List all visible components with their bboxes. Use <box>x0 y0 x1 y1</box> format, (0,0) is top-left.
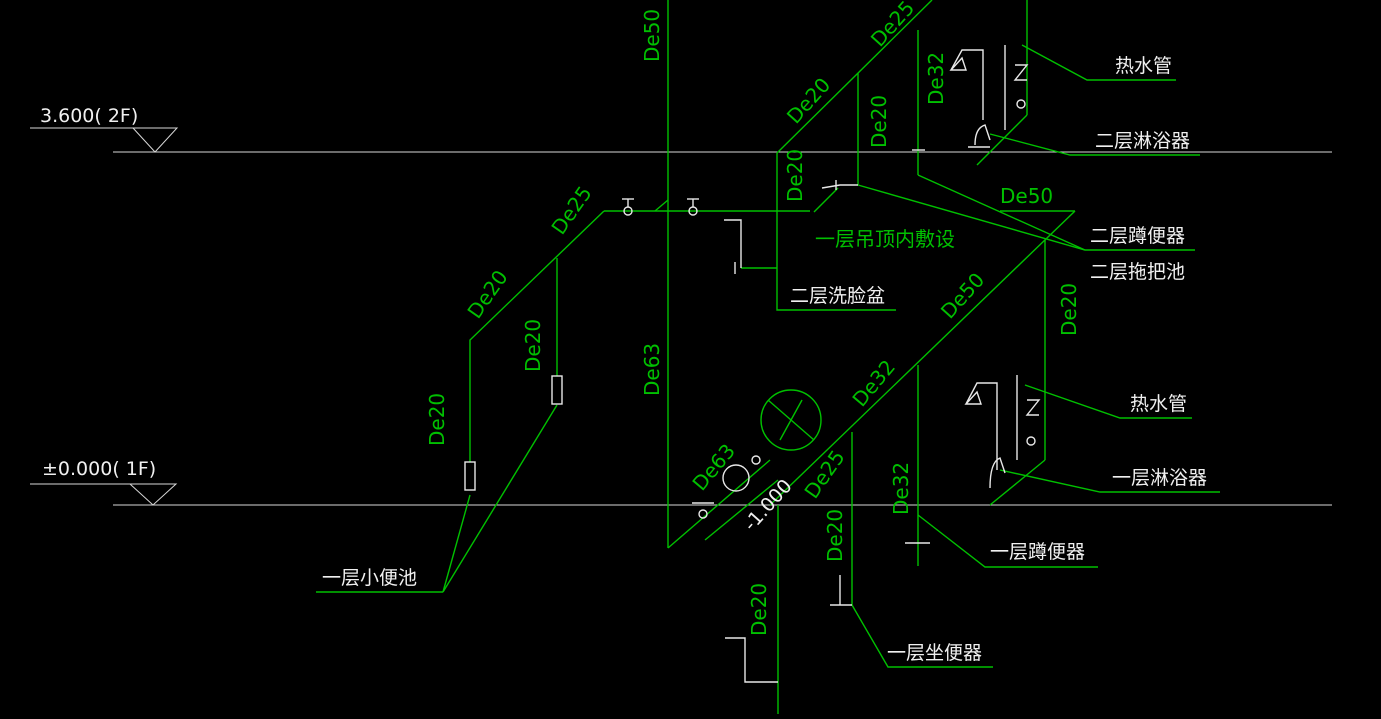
level-marker-1f <box>30 483 178 506</box>
level-lines <box>30 127 1332 506</box>
pipe-size-top-de25: De25 <box>866 0 919 51</box>
pipe-size-left-de20-b: De20 <box>521 319 545 372</box>
main-diagonal-de50 <box>769 210 1076 506</box>
pipe-size-right-de20: De20 <box>1057 283 1081 336</box>
level-marker-2f <box>30 127 179 153</box>
upper-diagonal-pipe <box>776 0 933 154</box>
piping-network <box>316 0 1220 714</box>
shower-fixture-2f <box>974 124 991 146</box>
pipe-size-meter-de63: De63 <box>687 439 740 495</box>
shower-head-1f-tip <box>964 390 982 405</box>
pipe-size-left-de25: De25 <box>546 182 596 239</box>
shower-head-1f <box>965 382 998 470</box>
label-second-floor-shower: 二层淋浴器 <box>1095 130 1190 152</box>
washbasin-leader <box>776 211 896 311</box>
level-label-2f: 3.600( 2F) <box>40 105 138 127</box>
pipe-size-low-de25: De25 <box>799 446 849 503</box>
squat-flush-2f <box>821 184 858 189</box>
label-second-floor-squat-toilet: 二层蹲便器 <box>1090 225 1185 247</box>
shower-head-2f-tip <box>949 56 967 71</box>
left-leader-line-b <box>442 404 558 593</box>
label-first-floor-urinal: 一层小便池 <box>322 567 417 589</box>
pipe-size-upper-de20-a: De20 <box>782 73 835 129</box>
left-branch-pipe <box>469 210 605 462</box>
mixing-valve-1f <box>1025 399 1041 416</box>
urinal-valve-lower <box>464 461 476 491</box>
pipe-size-right-de50: De50 <box>1000 184 1053 208</box>
pump-symbol-cross-b <box>779 399 803 441</box>
pipe-size-left-de20-a: De20 <box>462 266 512 323</box>
squat-1f-leader <box>917 514 1098 568</box>
pipe-size-upper-de20-b: De20 <box>867 95 891 148</box>
ceiling-routing-note: 一层吊顶内敷设 <box>815 227 955 251</box>
pipe-size-riser-de32: De32 <box>924 52 948 105</box>
pipe-size-main-de50-mid: De50 <box>936 268 989 324</box>
pipe-size-left-de20-c: De20 <box>425 393 449 446</box>
hot-water-leader-lower <box>1024 384 1192 419</box>
level-label-1f: ±0.000( 1F) <box>42 458 156 480</box>
pipe-size-low-de20-a: De20 <box>823 509 847 562</box>
shower-2f-leader <box>989 133 1200 156</box>
washbasin-faucet <box>724 219 742 268</box>
label-hot-water-pipe-upper: 热水管 <box>1115 55 1172 77</box>
valve-1f <box>1026 436 1036 446</box>
urinal-valve-upper <box>551 375 563 405</box>
hot-water-leader-upper <box>1021 44 1176 81</box>
fixtures <box>464 45 1041 683</box>
shower-head-2f <box>950 49 984 120</box>
label-first-floor-shower: 一层淋浴器 <box>1112 467 1207 489</box>
mixing-valve-2f <box>1013 64 1029 81</box>
pipe-size-low-de20-b: De20 <box>747 583 771 636</box>
seat-toilet-leader <box>851 604 993 668</box>
hot-water-diagonal-upper <box>976 114 1028 166</box>
riser-stub <box>654 199 669 212</box>
pipe-size-low-de32: De32 <box>889 462 913 515</box>
left-leader-line-a <box>442 494 471 593</box>
squat-2f-leader-b <box>917 174 1086 251</box>
meter-branch-diagonal <box>667 459 771 549</box>
pump-symbol <box>760 389 822 451</box>
pipe-size-de32-mid: De32 <box>847 355 900 411</box>
pipe-size-main-de63: De63 <box>640 343 664 396</box>
ceiling-routing-marker <box>813 187 839 213</box>
label-hot-water-pipe-lower: 热水管 <box>1130 393 1187 415</box>
water-meter-symbol <box>722 464 750 492</box>
meter-valve-b <box>698 509 708 519</box>
floor-drain-fixture <box>725 637 778 683</box>
fixture-labels: 热水管 二层淋浴器 二层蹲便器 二层拖把池 二层洗脸盆 热水管 一层淋浴器 一层… <box>322 55 1207 664</box>
label-first-floor-squat-toilet: 一层蹲便器 <box>990 541 1085 563</box>
meter-valve-a <box>751 455 761 465</box>
label-second-floor-mop-sink: 二层拖把池 <box>1090 261 1185 283</box>
shower-fixture-1f <box>989 457 1006 489</box>
pipe-size-branch-de20-c: De20 <box>783 149 807 202</box>
pipe-size-main-de50-top: De50 <box>640 9 664 62</box>
shower-1f-leader <box>999 469 1220 493</box>
label-second-floor-washbasin: 二层洗脸盆 <box>790 285 885 307</box>
meter-parallel-pipe <box>704 479 779 541</box>
label-first-floor-seat-toilet: 一层坐便器 <box>887 642 982 664</box>
valve-2f <box>1016 99 1026 109</box>
right-shower-diagonal <box>989 459 1046 506</box>
